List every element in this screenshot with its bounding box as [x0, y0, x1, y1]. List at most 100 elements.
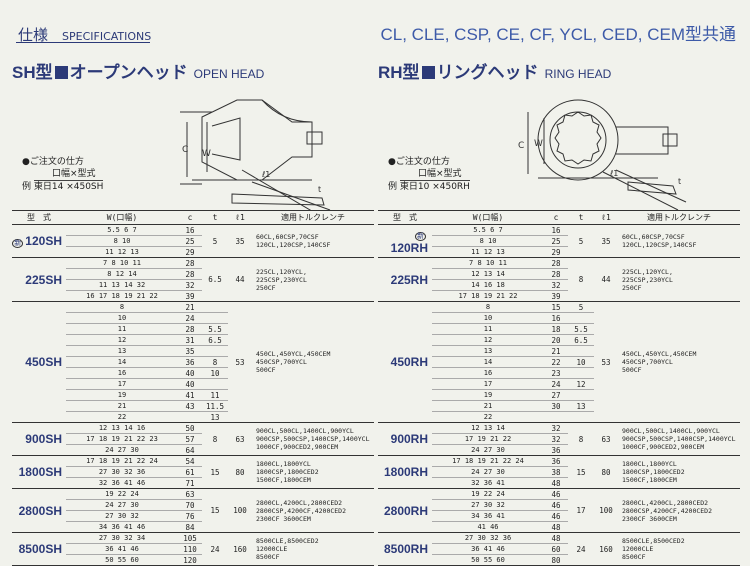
rh-title-en: RING HEAD	[544, 67, 612, 81]
w-cell: 13	[432, 345, 544, 357]
t-cell: 5.5	[568, 323, 594, 335]
t-cell: 10	[202, 367, 228, 379]
wrench-line: 2300CF 3600CEM	[256, 514, 311, 523]
t-cell	[568, 312, 594, 324]
c-cell: 24	[178, 312, 202, 324]
t-cell	[568, 345, 594, 357]
wrench-line: 450CSP,700YCL	[256, 358, 307, 366]
l1-cell: 100	[594, 488, 618, 533]
w-cell: 17 18 19 21 22	[432, 290, 544, 302]
sh-order-example: 東日14 ×450SH	[33, 180, 104, 192]
c-cell: 29	[544, 246, 568, 258]
square-icon	[54, 66, 68, 79]
dim-c-label: C	[518, 141, 524, 151]
w-cell: 8	[432, 301, 544, 313]
w-cell: 19	[432, 389, 544, 401]
model-name: 450RH	[390, 355, 428, 369]
dim-l-label: ℓ1	[609, 169, 618, 178]
c-cell: 60	[544, 543, 568, 555]
col-t: t	[568, 210, 594, 225]
rh-order-ex-label: 例	[388, 182, 398, 192]
wrench-line: 1800CL,1800YCL	[256, 460, 311, 468]
t-cell: 8	[202, 356, 228, 368]
t-cell	[568, 411, 594, 423]
w-cell: 12 13 14	[432, 422, 544, 434]
wrench-line: 450CL,450YCL,450CEM	[256, 350, 331, 358]
c-cell: 110	[178, 543, 202, 555]
w-cell: 27 30 32	[432, 499, 544, 511]
c-cell: 23	[544, 367, 568, 379]
sh-title-en: OPEN HEAD	[193, 67, 265, 81]
c-cell: 61	[178, 466, 202, 478]
wrench-line: 1800CL,1800YCL	[622, 460, 677, 468]
wrench-line: 60CL,60CSP,70CSF	[256, 233, 319, 241]
c-cell: 36	[544, 444, 568, 456]
c-cell: 76	[178, 510, 202, 522]
t-cell: 11	[202, 389, 228, 401]
wrench-line: 900CL,500CL,1400CL,900YCL	[622, 427, 720, 435]
c-cell: 43	[178, 400, 202, 412]
wrench-line: 900CSP,500CSP,1400CSP,1400YCL	[256, 435, 370, 443]
rh-order-format: 口幅×型式	[418, 169, 462, 179]
model-name: 900RH	[390, 432, 428, 446]
c-cell: 38	[544, 466, 568, 478]
col-model: 型 式	[378, 210, 432, 225]
model-cell: 8500SH	[12, 532, 66, 566]
wrench-line: 900CL,500CL,1400CL,900YCL	[256, 427, 354, 435]
w-cell: 14	[66, 356, 178, 368]
l1-cell: 63	[594, 422, 618, 456]
w-cell: 17 19 21 22	[432, 433, 544, 445]
w-cell: 7 8 10 11	[66, 257, 178, 269]
c-cell: 70	[178, 499, 202, 511]
c-cell: 50	[178, 422, 202, 434]
col-w: W(口幅)	[66, 210, 178, 225]
c-cell: 31	[178, 334, 202, 346]
sh-model: SH型	[12, 63, 53, 82]
w-cell: 32 36 41 46	[66, 477, 178, 489]
c-cell: 28	[544, 268, 568, 280]
col-wrench: 適用トルクレンチ	[618, 210, 740, 225]
t-cell: 24	[202, 532, 228, 566]
dim-l-label: ℓ1	[261, 170, 270, 179]
c-cell: 28	[178, 257, 202, 269]
l1-cell: 160	[594, 532, 618, 566]
model-name: 8500RH	[383, 542, 428, 556]
model-name: 225RH	[390, 272, 428, 287]
w-cell: 27 30 32 34	[66, 532, 178, 544]
dim-t-label: t	[678, 177, 681, 186]
wrench-line: 8500CF	[256, 553, 280, 561]
w-cell: 50 55 60	[432, 554, 544, 566]
w-cell: 22	[432, 411, 544, 423]
new-badge: 新	[12, 239, 24, 248]
model-cell: 225RH	[378, 257, 432, 302]
model-name: 2800RH	[383, 503, 428, 518]
model-cell: 450RH	[378, 301, 432, 423]
l1-cell: 80	[228, 455, 252, 489]
w-cell: 41 46	[432, 521, 544, 533]
wrench-line: 60CL,60CSP,70CSF	[622, 233, 685, 241]
c-cell: 63	[178, 488, 202, 500]
